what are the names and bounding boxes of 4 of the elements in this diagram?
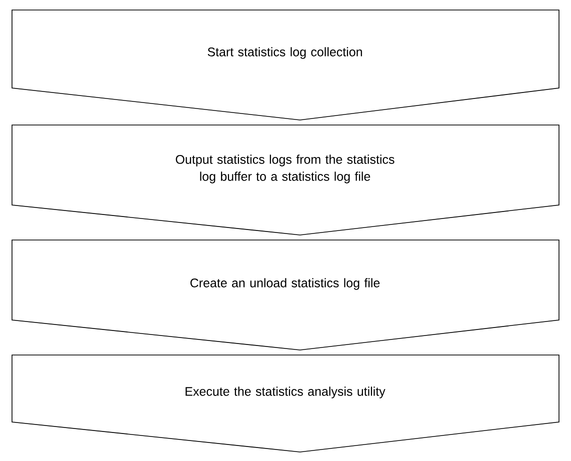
chevron-box: Start statistics log collection — [12, 10, 560, 120]
chevron-box: Output statistics logs from the statistics log buffer to a statistics log file — [12, 124, 560, 236]
chevron-box: Create an unload statistics log file — [12, 240, 560, 350]
chevron-box: Execute the statistics analysis utility — [12, 354, 560, 452]
